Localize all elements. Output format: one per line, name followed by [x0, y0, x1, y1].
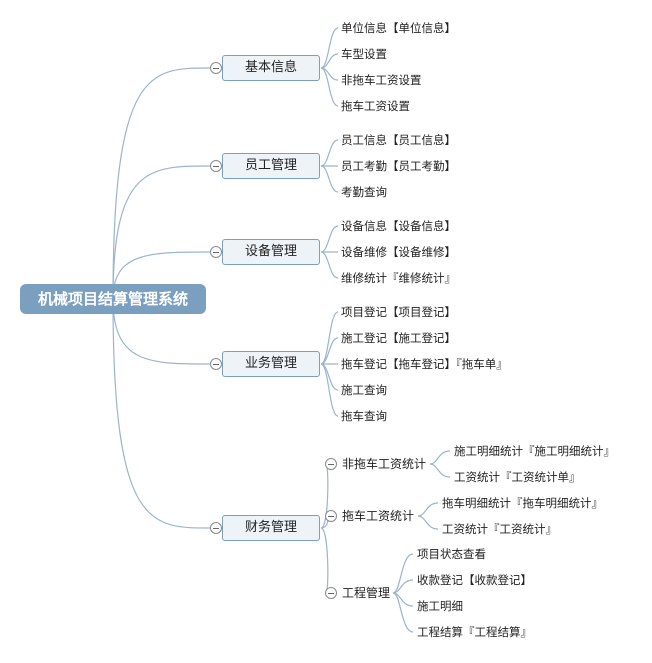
- leaf-node[interactable]: 工资统计『工资统计』: [442, 522, 557, 536]
- collapse-toggle-icon[interactable]: [210, 358, 222, 370]
- leaf-node[interactable]: 维修统计『维修统计』: [341, 271, 456, 285]
- sub-branch-tow-wage[interactable]: 拖车工资统计: [342, 509, 415, 523]
- branch-business-management[interactable]: 业务管理: [222, 351, 320, 377]
- branch-basic-info[interactable]: 基本信息: [222, 55, 320, 81]
- collapse-toggle-icon[interactable]: [210, 522, 222, 534]
- sub-leaf-link: [392, 592, 414, 633]
- branch-leaf-link: [320, 363, 339, 417]
- branch-leaf-link: [320, 67, 339, 107]
- sub-branch-project-management[interactable]: 工程管理: [342, 586, 391, 600]
- leaf-node[interactable]: 施工明细统计『施工明细统计』: [454, 444, 615, 458]
- branch-employee-management[interactable]: 员工管理: [222, 153, 320, 179]
- leaf-node[interactable]: 工资统计『工资统计单』: [454, 470, 581, 484]
- sub-leaf-link: [429, 450, 451, 465]
- branch-leaf-link: [320, 27, 339, 69]
- sub-leaf-link: [429, 463, 451, 478]
- root-branch-link: [112, 298, 211, 529]
- leaf-node[interactable]: 拖车查询: [341, 409, 387, 423]
- collapse-toggle-icon[interactable]: [325, 458, 337, 470]
- leaf-node[interactable]: 施工登记【施工登记】: [341, 331, 456, 345]
- branch-leaf-link: [320, 225, 339, 253]
- branch-leaf-link: [320, 53, 339, 69]
- leaf-node[interactable]: 项目状态查看: [417, 547, 486, 561]
- leaf-node[interactable]: 设备信息【设备信息】: [341, 219, 456, 233]
- leaf-node[interactable]: 单位信息【单位信息】: [341, 21, 456, 35]
- branch-leaf-link: [320, 165, 339, 193]
- leaf-node[interactable]: 工程结算『工程结算』: [417, 625, 532, 639]
- sub-leaf-link: [417, 502, 439, 517]
- leaf-node[interactable]: 施工查询: [341, 383, 387, 397]
- sub-leaf-link: [417, 515, 439, 530]
- leaf-node[interactable]: 设备维修【设备维修】: [341, 245, 456, 259]
- leaf-node[interactable]: 收款登记【收款登记】: [417, 573, 532, 587]
- leaf-node[interactable]: 员工信息【员工信息】: [341, 133, 456, 147]
- branch-leaf-link: [320, 363, 339, 391]
- sub-leaf-link: [392, 553, 414, 594]
- root-node[interactable]: 机械项目结算管理系统: [20, 284, 206, 314]
- branch-leaf-link: [320, 337, 339, 365]
- collapse-toggle-icon[interactable]: [210, 160, 222, 172]
- leaf-node[interactable]: 拖车工资设置: [341, 99, 410, 113]
- collapse-toggle-icon[interactable]: [325, 587, 337, 599]
- leaf-node[interactable]: 非拖车工资设置: [341, 73, 422, 87]
- root-branch-link: [112, 165, 211, 300]
- leaf-node[interactable]: 项目登记【项目登记】: [341, 305, 456, 319]
- branch-leaf-link: [320, 311, 339, 365]
- leaf-node[interactable]: 施工明细: [417, 599, 463, 613]
- leaf-node[interactable]: 考勤查询: [341, 185, 387, 199]
- branch-leaf-link: [320, 251, 339, 279]
- branch-sub-link: [320, 527, 329, 594]
- branch-equipment-management[interactable]: 设备管理: [222, 239, 320, 265]
- leaf-node[interactable]: 拖车登记【拖车登记】『拖车单』: [341, 357, 508, 371]
- root-branch-link: [112, 298, 211, 365]
- collapse-toggle-icon[interactable]: [210, 62, 222, 74]
- collapse-toggle-icon[interactable]: [210, 246, 222, 258]
- root-branch-link: [112, 67, 211, 300]
- branch-finance-management[interactable]: 财务管理: [222, 515, 320, 541]
- leaf-node[interactable]: 拖车明细统计『拖车明细统计』: [442, 496, 603, 510]
- leaf-node[interactable]: 车型设置: [341, 47, 387, 61]
- sub-leaf-link: [392, 579, 414, 594]
- branch-leaf-link: [320, 139, 339, 167]
- leaf-node[interactable]: 员工考勤【员工考勤】: [341, 159, 456, 173]
- collapse-toggle-icon[interactable]: [325, 510, 337, 522]
- sub-branch-non-tow-wage[interactable]: 非拖车工资统计: [342, 457, 427, 471]
